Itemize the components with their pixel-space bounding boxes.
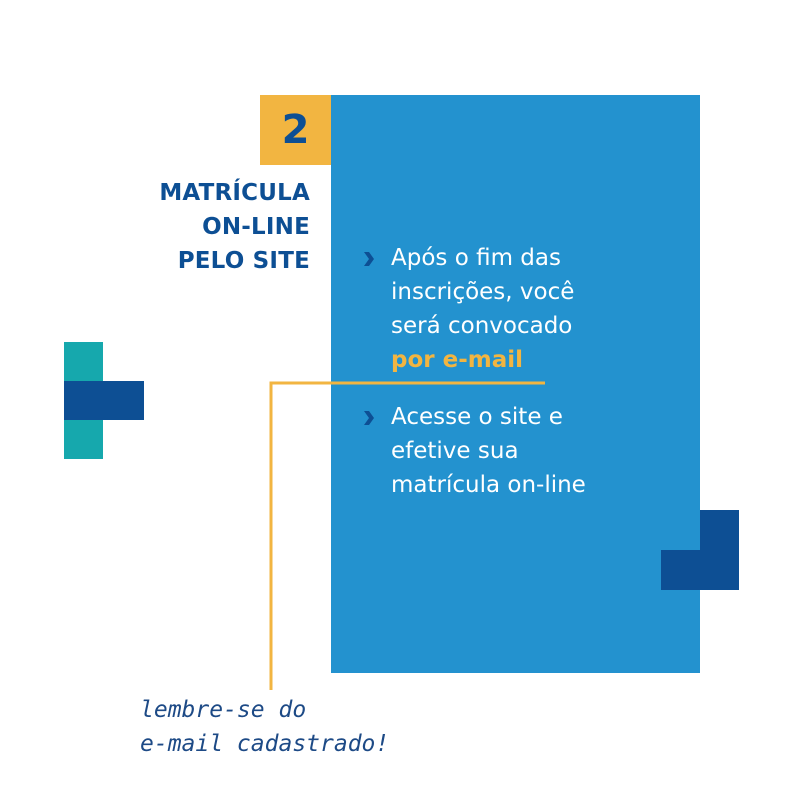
step-number: 2 xyxy=(281,107,310,153)
section-title-line-2: ON-LINE xyxy=(202,214,310,240)
list-item-line: Acesse o site e xyxy=(391,404,563,430)
reminder-note-line-1: lembre-se do xyxy=(140,697,307,723)
corner-block-top xyxy=(700,510,739,550)
list-item-text: Acesse o site e efetive sua matrícula on… xyxy=(391,400,586,502)
cross-navy-bar xyxy=(64,381,144,420)
cross-teal-top xyxy=(64,342,103,381)
corner-block-bottom xyxy=(661,550,739,590)
list-item: Após o fim das inscrições, você será con… xyxy=(362,241,662,381)
main-panel xyxy=(331,95,700,673)
section-title-line-3: PELO SITE xyxy=(177,248,310,274)
list-item-line: efetive sua xyxy=(391,438,519,464)
corner-block-icon xyxy=(661,510,739,590)
list-item-text: Após o fim das inscrições, você será con… xyxy=(391,241,574,377)
list-item: Acesse o site e efetive sua matrícula on… xyxy=(362,400,662,510)
list-item-line: matrícula on-line xyxy=(391,472,586,498)
step-number-badge: 2 xyxy=(260,95,331,165)
reminder-note-line-2: e-mail cadastrado! xyxy=(140,731,390,757)
list-item-line: será convocado xyxy=(391,313,573,339)
list-item-line: Após o fim das xyxy=(391,245,561,271)
list-item-line: inscrições, você xyxy=(391,279,575,305)
section-title-line-1: MATRÍCULA xyxy=(159,180,310,206)
chevron-right-icon xyxy=(364,411,374,425)
cross-teal-bottom xyxy=(64,420,103,459)
reminder-note: lembre-se do e-mail cadastrado! xyxy=(140,693,389,761)
section-title: MATRÍCULA ON-LINE PELO SITE xyxy=(159,176,310,278)
plus-cross-icon xyxy=(64,342,144,459)
chevron-right-icon xyxy=(364,252,374,266)
highlight-text: por e-mail xyxy=(391,347,524,373)
